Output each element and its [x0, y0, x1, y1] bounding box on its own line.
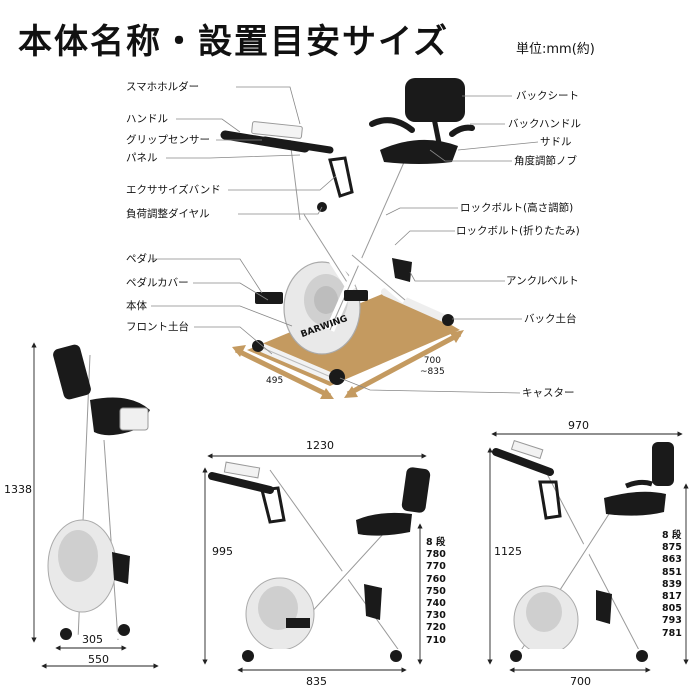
footprint-depth-value: 700 ~835 [420, 356, 445, 377]
label-caster: キャスター [522, 387, 575, 399]
list-item: 740 [426, 598, 446, 610]
label-back-seat: バックシート [516, 90, 579, 102]
recumbent-levels-title: 8 段 [662, 530, 682, 541]
upright-seat-levels: 8 段 780 770 760 750 740 730 720 710 [426, 537, 446, 647]
label-front-base: フロント土台 [126, 321, 189, 333]
footprint-width-value: 495 [266, 376, 284, 386]
label-panel: パネル [126, 152, 158, 164]
recumbent-base-value: 700 [570, 675, 591, 688]
recumbent-height-value: 1125 [494, 545, 522, 558]
upright-base-value: 835 [306, 675, 327, 688]
label-lock-bolt-height: ロックボルト(高さ調節) [460, 202, 574, 214]
list-item: 781 [662, 627, 682, 639]
label-ankle-belt: アンクルベルト [506, 275, 579, 287]
label-pedal-cover: ペダルカバー [126, 277, 189, 289]
list-item: 710 [426, 634, 446, 646]
label-handle: ハンドル [126, 113, 168, 125]
footprint-width-arrow [234, 347, 332, 399]
upright-bike [208, 461, 431, 662]
list-item: 805 [662, 603, 682, 615]
footprint-depth-arrow [346, 331, 462, 397]
label-saddle: サドル [540, 136, 572, 148]
list-item: 730 [426, 610, 446, 622]
folded-height-value: 1338 [4, 483, 32, 496]
label-back-handle: バックハンドル [508, 118, 581, 130]
folded-base-value: 305 [82, 633, 103, 646]
recumbent-seat-levels: 8 段 875 863 851 839 817 805 793 781 [662, 530, 682, 640]
recumbent-dims [487, 431, 689, 673]
recumbent-bike [492, 439, 674, 662]
label-exercise-band: エクササイズバンド [126, 184, 221, 196]
upright-height-value: 995 [212, 545, 233, 558]
label-phone-holder: スマホホルダー [126, 81, 200, 93]
list-item: 760 [426, 573, 446, 585]
folded-bike [47, 344, 150, 644]
label-grip-sensor: グリップセンサー [126, 134, 210, 146]
upright-dims [202, 453, 427, 673]
list-item: 851 [662, 566, 682, 578]
label-body: 本体 [126, 300, 147, 312]
label-load-dial: 負荷調整ダイヤル [126, 208, 210, 220]
list-item: 817 [662, 591, 682, 603]
list-item: 875 [662, 542, 682, 554]
list-item: 720 [426, 622, 446, 634]
label-lock-bolt-fold: ロックボルト(折りたたみ) [456, 225, 580, 237]
list-item: 780 [426, 549, 446, 561]
list-item: 839 [662, 578, 682, 590]
folded-dims [31, 342, 159, 669]
label-back-base: バック土台 [524, 313, 577, 325]
recumbent-length-value: 970 [568, 419, 589, 432]
upright-length-value: 1230 [306, 439, 334, 452]
unit-label: 単位:mm(約) [516, 42, 595, 57]
upright-levels-title: 8 段 [426, 537, 446, 548]
list-item: 770 [426, 561, 446, 573]
main-bike [220, 78, 475, 399]
page-title: 本体名称・設置目安サイズ [18, 22, 449, 62]
list-item: 750 [426, 585, 446, 597]
list-item: 793 [662, 615, 682, 627]
list-item: 863 [662, 554, 682, 566]
label-pedal: ペダル [126, 253, 158, 265]
folded-width-value: 550 [88, 653, 109, 666]
label-angle-knob: 角度調節ノブ [514, 155, 577, 167]
leader-lines [151, 86, 539, 394]
